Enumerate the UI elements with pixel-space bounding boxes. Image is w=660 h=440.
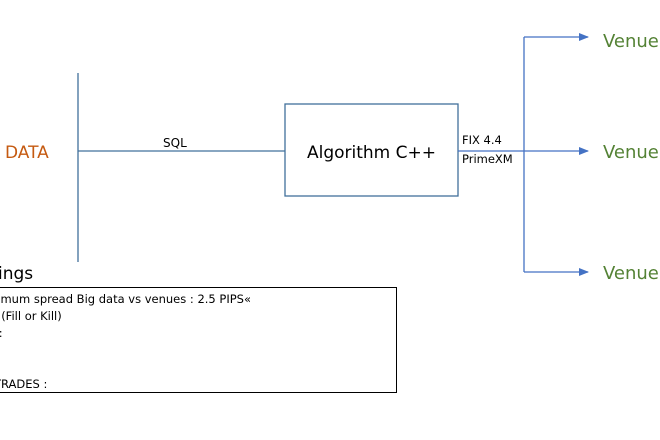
settings-box: nimum spread Big data vs venues : 2.5 PI… (0, 287, 397, 393)
venue-label-1: Venue (603, 31, 659, 52)
settings-line-5: : (0, 359, 396, 376)
settings-line-trades: TRADES : (0, 377, 48, 391)
protocol-primexm-label: PrimeXM (462, 152, 513, 166)
settings-line-fok: K (Fill or Kill) (0, 309, 62, 323)
data-source-label: DATA (5, 143, 49, 163)
protocol-fix-label: FIX 4.4 (462, 133, 502, 147)
venue-label-3: Venue (603, 263, 659, 284)
sql-label: SQL (163, 136, 187, 150)
settings-line-spread: nimum spread Big data vs venues : 2.5 PI… (0, 292, 251, 306)
algorithm-label: Algorithm C++ (307, 143, 436, 163)
settings-line-4: : (0, 342, 396, 359)
settings-line-3: e : (0, 325, 396, 342)
venue-label-2: Venue (603, 142, 659, 163)
settings-title: ings (0, 264, 34, 284)
algorithm-box (284, 103, 459, 197)
